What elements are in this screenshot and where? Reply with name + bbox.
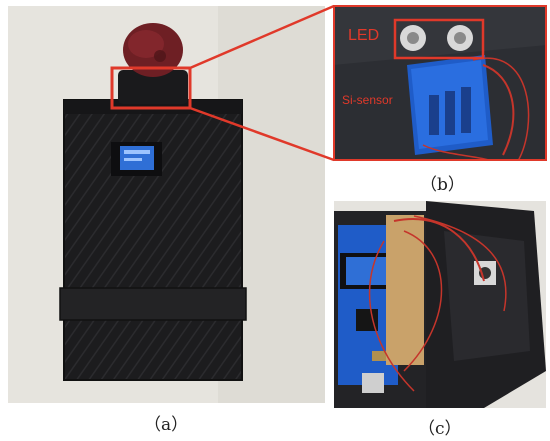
photo-panel-a <box>8 6 325 403</box>
si-sensor-label: Si-sensor <box>342 93 393 107</box>
electronics-photo <box>334 201 546 408</box>
photo-panel-b <box>333 5 547 161</box>
sensor-closeup-photo <box>333 5 547 161</box>
photo-panel-c <box>334 201 546 408</box>
caption-a: （a） <box>144 415 189 435</box>
caption-c: （c） <box>418 419 462 439</box>
led-label: LED <box>348 27 380 44</box>
caption-b: （b） <box>420 175 465 195</box>
device-photo <box>8 6 325 403</box>
